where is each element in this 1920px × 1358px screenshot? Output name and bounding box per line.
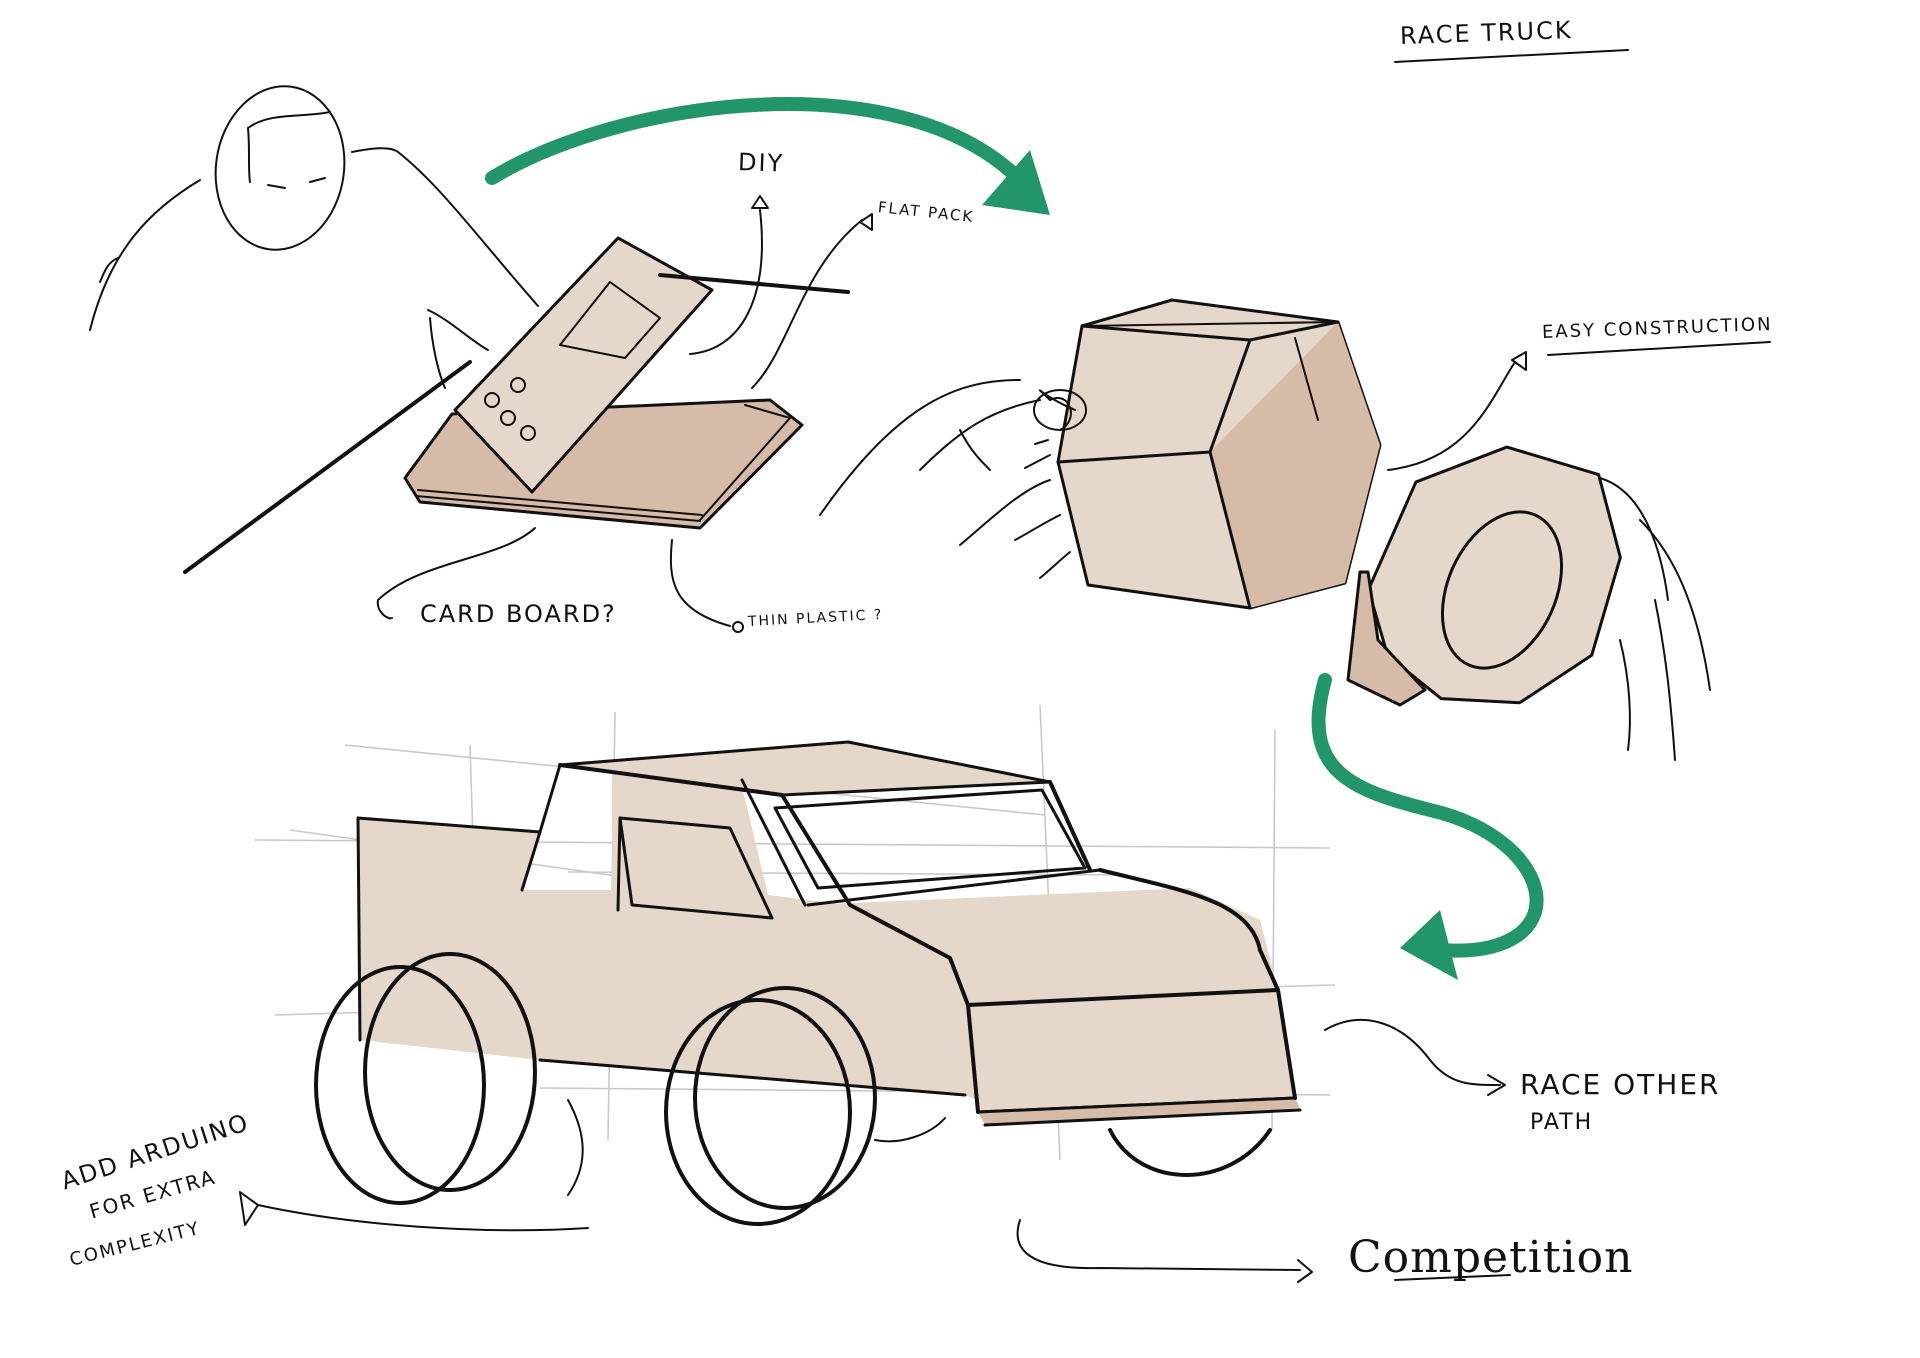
label-race-other: RACE OTHER [1520, 1068, 1721, 1101]
label-diy: DIY [737, 148, 785, 178]
person-figure [89, 85, 539, 574]
race-truck-underline [1394, 49, 1629, 63]
race-other-leader [1324, 1019, 1506, 1096]
label-competition: Competition [1348, 1232, 1634, 1283]
cardboard-panel [453, 236, 850, 494]
label-card-board: CARD BOARD? [420, 600, 617, 628]
green-arrow-top [485, 97, 1050, 215]
flat-pack-leaders [376, 195, 873, 633]
arduino-leader [239, 1191, 589, 1232]
hexagon-block [1056, 298, 1382, 610]
easy-construction-leader [1387, 341, 1771, 471]
wheel-front-left [664, 986, 946, 1226]
wheel-rear [314, 952, 584, 1205]
competition-leader [1016, 1219, 1511, 1283]
octagon-piece [1346, 445, 1711, 761]
label-path: PATH [1530, 1110, 1594, 1135]
title-race-truck: RACE TRUCK [1399, 15, 1574, 50]
green-arrow-right [1311, 673, 1544, 980]
race-truck [356, 740, 1302, 1127]
hand-holding-block [819, 379, 1087, 579]
wheel-front-right [1108, 1128, 1272, 1177]
